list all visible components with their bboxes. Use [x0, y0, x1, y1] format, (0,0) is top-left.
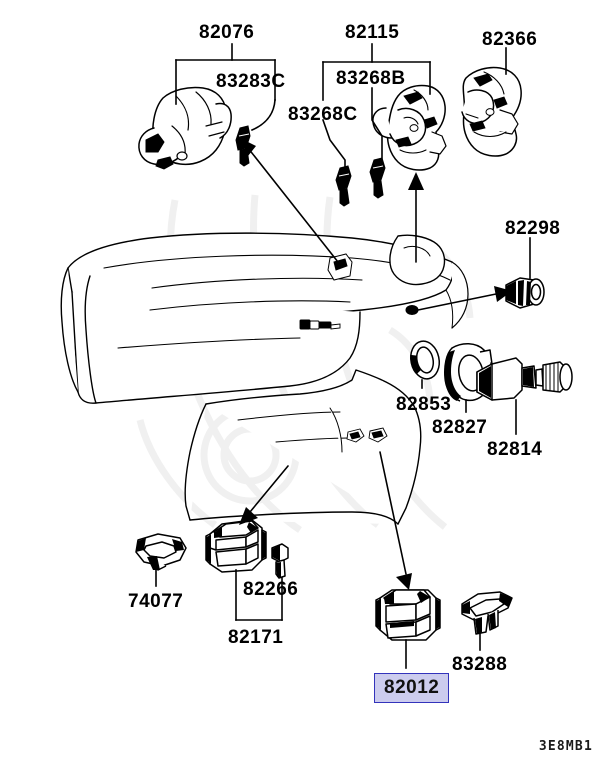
- assembly-arrows: [239, 138, 512, 590]
- part-label-82266: 82266: [243, 579, 299, 600]
- part-82853-ring-shading: [410, 354, 422, 375]
- part-label-82827: 82827: [432, 417, 488, 438]
- part-label-82076: 82076: [199, 22, 255, 43]
- part-label-83288: 83288: [452, 654, 508, 675]
- console-clip-details: [346, 427, 388, 443]
- part-82366-switch-contacts: [469, 73, 508, 132]
- part-label-82814: 82814: [487, 439, 543, 460]
- part-82827-bezel-shading: [444, 350, 461, 401]
- part-82076-switch-lever-detail: [145, 133, 188, 170]
- dash-column-switch-detail: [327, 253, 353, 281]
- dash-connector-detail: [299, 319, 341, 330]
- part-label-82115: 82115: [345, 22, 400, 43]
- dash-switch-pocket: [389, 234, 469, 329]
- part-label-83268b: 83268B: [336, 68, 406, 89]
- part-82171-switch-shading: [206, 522, 266, 563]
- part-label-82853: 82853: [396, 394, 452, 415]
- part-82266-bulb-shading: [272, 545, 281, 577]
- dashboard-outline: [60, 232, 455, 404]
- part-label-83268c: 83268C: [288, 104, 358, 125]
- part-label-82298: 82298: [505, 218, 561, 239]
- part-83288-clip-shading: [462, 593, 512, 634]
- part-82814-knurling: [545, 363, 559, 391]
- part-82012-switch-shading: [376, 591, 440, 629]
- part-label-83283c: 83283C: [216, 71, 286, 92]
- sheet-code-label: 3E8MB1: [538, 739, 593, 754]
- leader-lines: [155, 43, 531, 669]
- part-label-74077: 74077: [128, 591, 184, 612]
- part-82298-socket-shading: [506, 280, 531, 306]
- part-82366-switch: [461, 66, 522, 157]
- part-83268c-screw: [335, 165, 352, 207]
- part-label-82012-selected[interactable]: 82012: [374, 673, 450, 703]
- part-label-82171: 82171: [228, 627, 284, 648]
- part-label-82366: 82366: [482, 29, 538, 50]
- dash-button-socket: [405, 305, 419, 315]
- part-83268b-screw: [369, 157, 386, 199]
- part-82115-switch-contacts: [395, 91, 438, 148]
- part-82814-shading: [479, 366, 534, 398]
